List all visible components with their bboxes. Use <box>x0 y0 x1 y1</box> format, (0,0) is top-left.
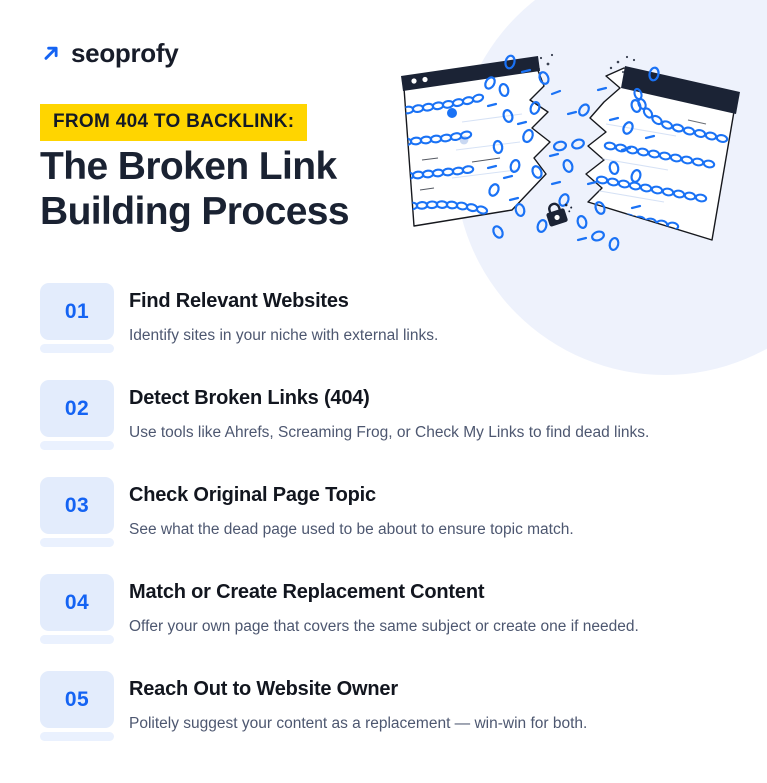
step-title: Reach Out to Website Owner <box>129 678 398 700</box>
steps-list: 01 Find Relevant Websites Identify sites… <box>40 283 740 768</box>
step-badge-box: 04 <box>40 574 114 631</box>
step-title: Match or Create Replacement Content <box>129 581 485 603</box>
diagonal-arrow-up-right-icon <box>40 42 62 64</box>
step-title: Detect Broken Links (404) <box>129 387 370 409</box>
list-item: 02 Detect Broken Links (404) Use tools l… <box>40 380 740 477</box>
scattered-chain-links <box>484 54 660 252</box>
step-badge-underbar <box>40 344 114 353</box>
step-title: Check Original Page Topic <box>129 484 376 506</box>
step-badge: 05 <box>40 671 114 741</box>
step-content: Check Original Page Topic See what the d… <box>129 477 740 541</box>
padlock-icon <box>546 202 573 227</box>
step-number: 01 <box>64 299 90 323</box>
step-badge: 04 <box>40 574 114 644</box>
step-number: 03 <box>64 493 90 517</box>
brand-logo[interactable]: seoprofy <box>40 38 179 68</box>
broken-link-illustration <box>392 50 752 255</box>
step-description: Politely suggest your content as a repla… <box>129 715 588 732</box>
list-item: 04 Match or Create Replacement Content O… <box>40 574 740 671</box>
step-badge-underbar <box>40 538 114 547</box>
step-badge-underbar <box>40 441 114 450</box>
step-content: Find Relevant Websites Identify sites in… <box>129 283 740 347</box>
page-title: The Broken Link Building Process <box>40 145 350 234</box>
step-content: Match or Create Replacement Content Offe… <box>129 574 740 638</box>
step-number: 05 <box>64 687 90 711</box>
list-item: 01 Find Relevant Websites Identify sites… <box>40 283 740 380</box>
step-badge-underbar <box>40 732 114 741</box>
step-badge: 01 <box>40 283 114 353</box>
list-item: 05 Reach Out to Website Owner Politely s… <box>40 671 740 768</box>
kicker-badge: FROM 404 TO BACKLINK: <box>40 104 308 141</box>
step-number: 02 <box>64 396 90 420</box>
step-badge-box: 03 <box>40 477 114 534</box>
step-title: Find Relevant Websites <box>129 290 349 312</box>
step-badge: 03 <box>40 477 114 547</box>
right-browser-window <box>585 66 740 241</box>
step-description: Use tools like Ahrefs, Screaming Frog, o… <box>129 424 650 441</box>
step-badge-box: 02 <box>40 380 114 437</box>
step-description: Identify sites in your niche with extern… <box>129 327 439 344</box>
step-description: See what the dead page used to be about … <box>129 521 574 538</box>
step-number: 04 <box>64 590 90 614</box>
list-item: 03 Check Original Page Topic See what th… <box>40 477 740 574</box>
debris-marks <box>486 68 656 242</box>
step-badge-box: 01 <box>40 283 114 340</box>
dark-debris-specks <box>531 53 636 73</box>
step-badge-box: 05 <box>40 671 114 728</box>
step-content: Detect Broken Links (404) Use tools like… <box>129 380 740 444</box>
brand-name: seoprofy <box>71 38 179 68</box>
step-description: Offer your own page that covers the same… <box>129 618 639 635</box>
step-badge-underbar <box>40 635 114 644</box>
step-content: Reach Out to Website Owner Politely sugg… <box>129 671 740 735</box>
step-badge: 02 <box>40 380 114 450</box>
